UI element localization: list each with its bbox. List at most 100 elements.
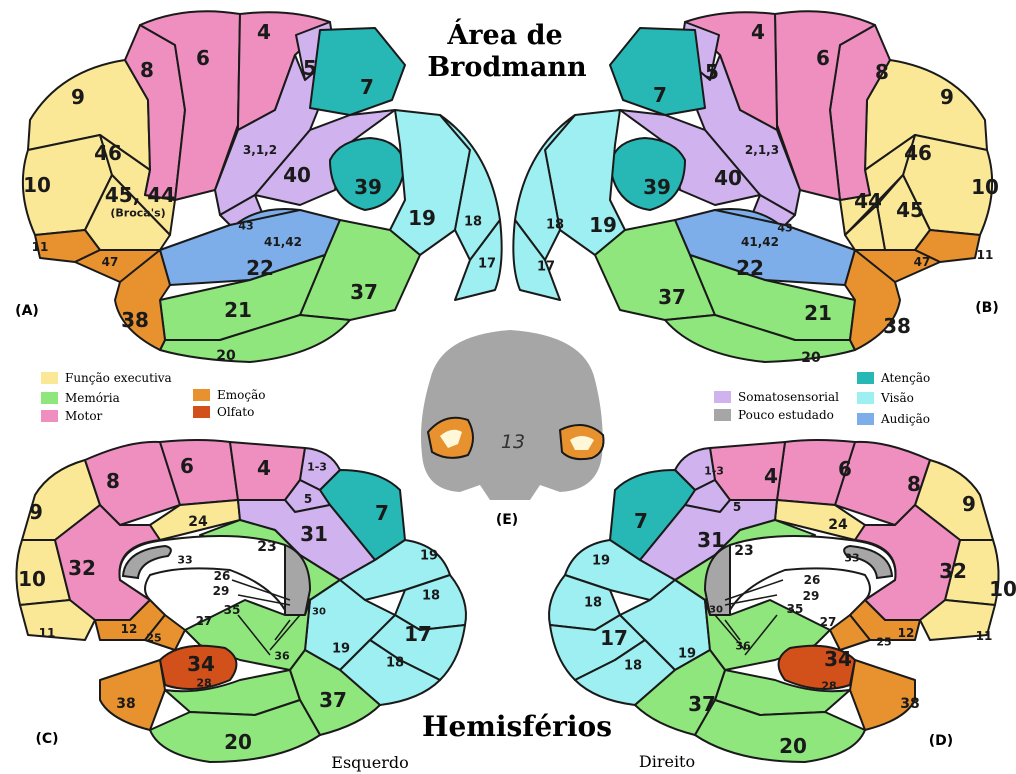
label-c-11: 11 (39, 626, 56, 640)
coronal-outline (421, 330, 603, 500)
label-d-19b: 19 (678, 647, 696, 662)
label-d-18b: 18 (624, 659, 642, 674)
label-c-10: 10 (18, 567, 46, 591)
label-c-17: 17 (404, 622, 432, 646)
label-c-35: 35 (224, 603, 241, 617)
label-b-43: 43 (777, 222, 792, 235)
label-d-23: 23 (734, 543, 753, 559)
label-a-6: 6 (196, 46, 210, 70)
label-c-8: 8 (106, 469, 120, 493)
label-c-36: 36 (274, 650, 290, 663)
label-a-40: 40 (283, 163, 311, 187)
legend-left-label-smell: Olfato (217, 405, 254, 419)
label-b-47: 47 (914, 255, 931, 269)
label-c-37: 37 (319, 688, 347, 712)
label-c-32: 32 (68, 556, 96, 580)
label-d-36: 36 (735, 640, 751, 653)
label-c-31: 31 (300, 522, 328, 546)
label-a-45-44: 45, 44 (105, 183, 175, 207)
label-d-35: 35 (787, 602, 804, 616)
label-a-20: 20 (216, 348, 236, 364)
label-d-24: 24 (828, 517, 848, 533)
label-d-18a: 18 (584, 596, 602, 611)
region-d-38 (850, 660, 915, 730)
label-a-47: 47 (102, 255, 119, 269)
label-d-8: 8 (907, 472, 921, 496)
label-c-29: 29 (213, 584, 230, 598)
label-c-12: 12 (121, 622, 138, 636)
label-a-19: 19 (408, 206, 436, 230)
panel-label-e: (E) (496, 512, 518, 528)
label-c-38: 38 (116, 696, 135, 712)
label-d-10: 10 (989, 577, 1016, 601)
label-c-27: 27 (196, 614, 213, 628)
legend-left-label-executive: Função executiva (65, 371, 172, 385)
label-d-11: 11 (976, 629, 993, 643)
label-d-25: 25 (876, 636, 891, 649)
title-line-1: Área de (446, 18, 562, 51)
label-d-20: 20 (779, 734, 807, 758)
label-a-39: 39 (354, 175, 382, 199)
label-c-25: 25 (146, 632, 161, 645)
label-b-213: 2,1,3 (745, 143, 779, 157)
label-d-1-3: 1-3 (704, 465, 724, 478)
label-a-4142: 41,42 (264, 235, 302, 249)
legend-right-label-vision: Visão (880, 391, 914, 405)
label-a-22: 22 (246, 256, 274, 280)
label-a-7: 7 (360, 75, 374, 99)
label-d-4: 4 (764, 464, 778, 488)
label-b-21: 21 (804, 301, 832, 325)
legend-right-label-understudied: Pouco estudado (738, 408, 834, 422)
legend-left-swatch-executive (41, 372, 58, 384)
panel-label-d: (D) (929, 733, 953, 749)
label-d-12: 12 (898, 626, 915, 640)
label-d-28: 28 (821, 680, 836, 693)
label-a-37: 37 (350, 280, 378, 304)
region-a-39 (330, 138, 405, 210)
title-line-2: Brodmann (427, 52, 587, 83)
label-c-7: 7 (375, 501, 389, 525)
region-b-39 (610, 138, 685, 210)
label-c-28: 28 (196, 677, 211, 690)
label-d-27: 27 (820, 615, 837, 629)
label-d-31: 31 (697, 528, 725, 552)
hemisphere-right-label: Direito (639, 752, 695, 771)
label-b-4142: 41,42 (741, 235, 779, 249)
hemisphere-left-label: Esquerdo (331, 753, 408, 772)
label-d-9: 9 (962, 492, 976, 516)
label-b-6: 6 (816, 46, 830, 70)
label-c-19a: 19 (420, 549, 438, 564)
legend-left-swatch-motor (41, 410, 58, 422)
label-c-6: 6 (180, 454, 194, 478)
label-a-10: 10 (23, 173, 51, 197)
label-b-19: 19 (589, 213, 617, 237)
label-a-312: 3,1,2 (243, 143, 277, 157)
label-d-17: 17 (600, 626, 628, 650)
label-a-17: 17 (478, 257, 496, 272)
label-a-38: 38 (121, 308, 149, 332)
label-d-38: 38 (900, 696, 919, 712)
label-d-19a: 19 (592, 554, 610, 569)
label-b-10: 10 (971, 175, 999, 199)
legend-left: Função executivaMemóriaMotorEmoçãoOlfato (41, 371, 265, 423)
label-b-17: 17 (537, 260, 555, 275)
region-a-7 (310, 28, 405, 115)
label-b-9: 9 (940, 85, 954, 109)
legend-right-label-hearing: Audição (880, 412, 930, 426)
label-d-26: 26 (804, 573, 821, 587)
label-b-4: 4 (751, 20, 765, 44)
label-c-5: 5 (304, 492, 312, 506)
legend-right-swatch-understudied (714, 409, 731, 421)
legend-right-swatch-somatosensory (714, 391, 731, 403)
label-c-18b: 18 (386, 656, 404, 671)
brain-medial-right (549, 440, 999, 762)
label-b-37: 37 (658, 285, 686, 309)
legend-right-label-somatosensory: Somatosensorial (738, 390, 839, 404)
label-c-26: 26 (214, 569, 231, 583)
panel-label-b: (B) (975, 300, 998, 316)
label-b-40: 40 (714, 166, 742, 190)
label-d-33: 33 (844, 552, 859, 565)
label-c-24: 24 (188, 514, 208, 530)
